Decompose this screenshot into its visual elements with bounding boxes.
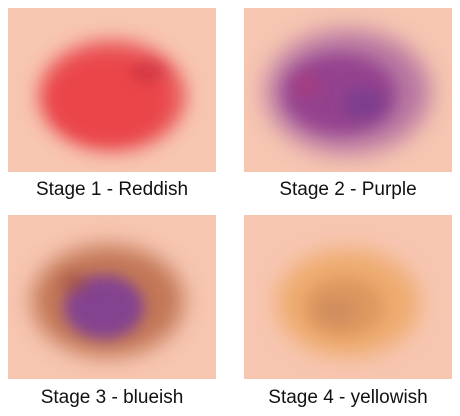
stage-3-bruise-illustration	[32, 245, 184, 357]
stage-3-caption: Stage 3 - blueish	[40, 387, 184, 408]
stage-1-bruise-illustration	[38, 40, 186, 152]
bruise-faint-spot	[318, 297, 354, 325]
bruise-blueish-core	[64, 275, 144, 339]
stage-2-caption: Stage 2 - Purple	[279, 179, 417, 200]
bruise-dark-spot	[342, 88, 386, 120]
stage-1-caption: Stage 1 - Reddish	[35, 179, 189, 200]
stage-2-bruise-illustration	[266, 30, 430, 154]
bruise-dark-spot	[130, 60, 166, 84]
stage-2-panel	[244, 8, 452, 172]
stage-4-panel	[244, 215, 452, 379]
bruise-red-spot	[292, 74, 320, 98]
stage-4-bruise-illustration	[276, 249, 420, 357]
stage-3-panel	[8, 215, 216, 379]
stage-4-caption: Stage 4 - yellowish	[268, 387, 428, 408]
bruise-dark-spot	[60, 273, 88, 293]
stage-1-panel	[8, 8, 216, 172]
